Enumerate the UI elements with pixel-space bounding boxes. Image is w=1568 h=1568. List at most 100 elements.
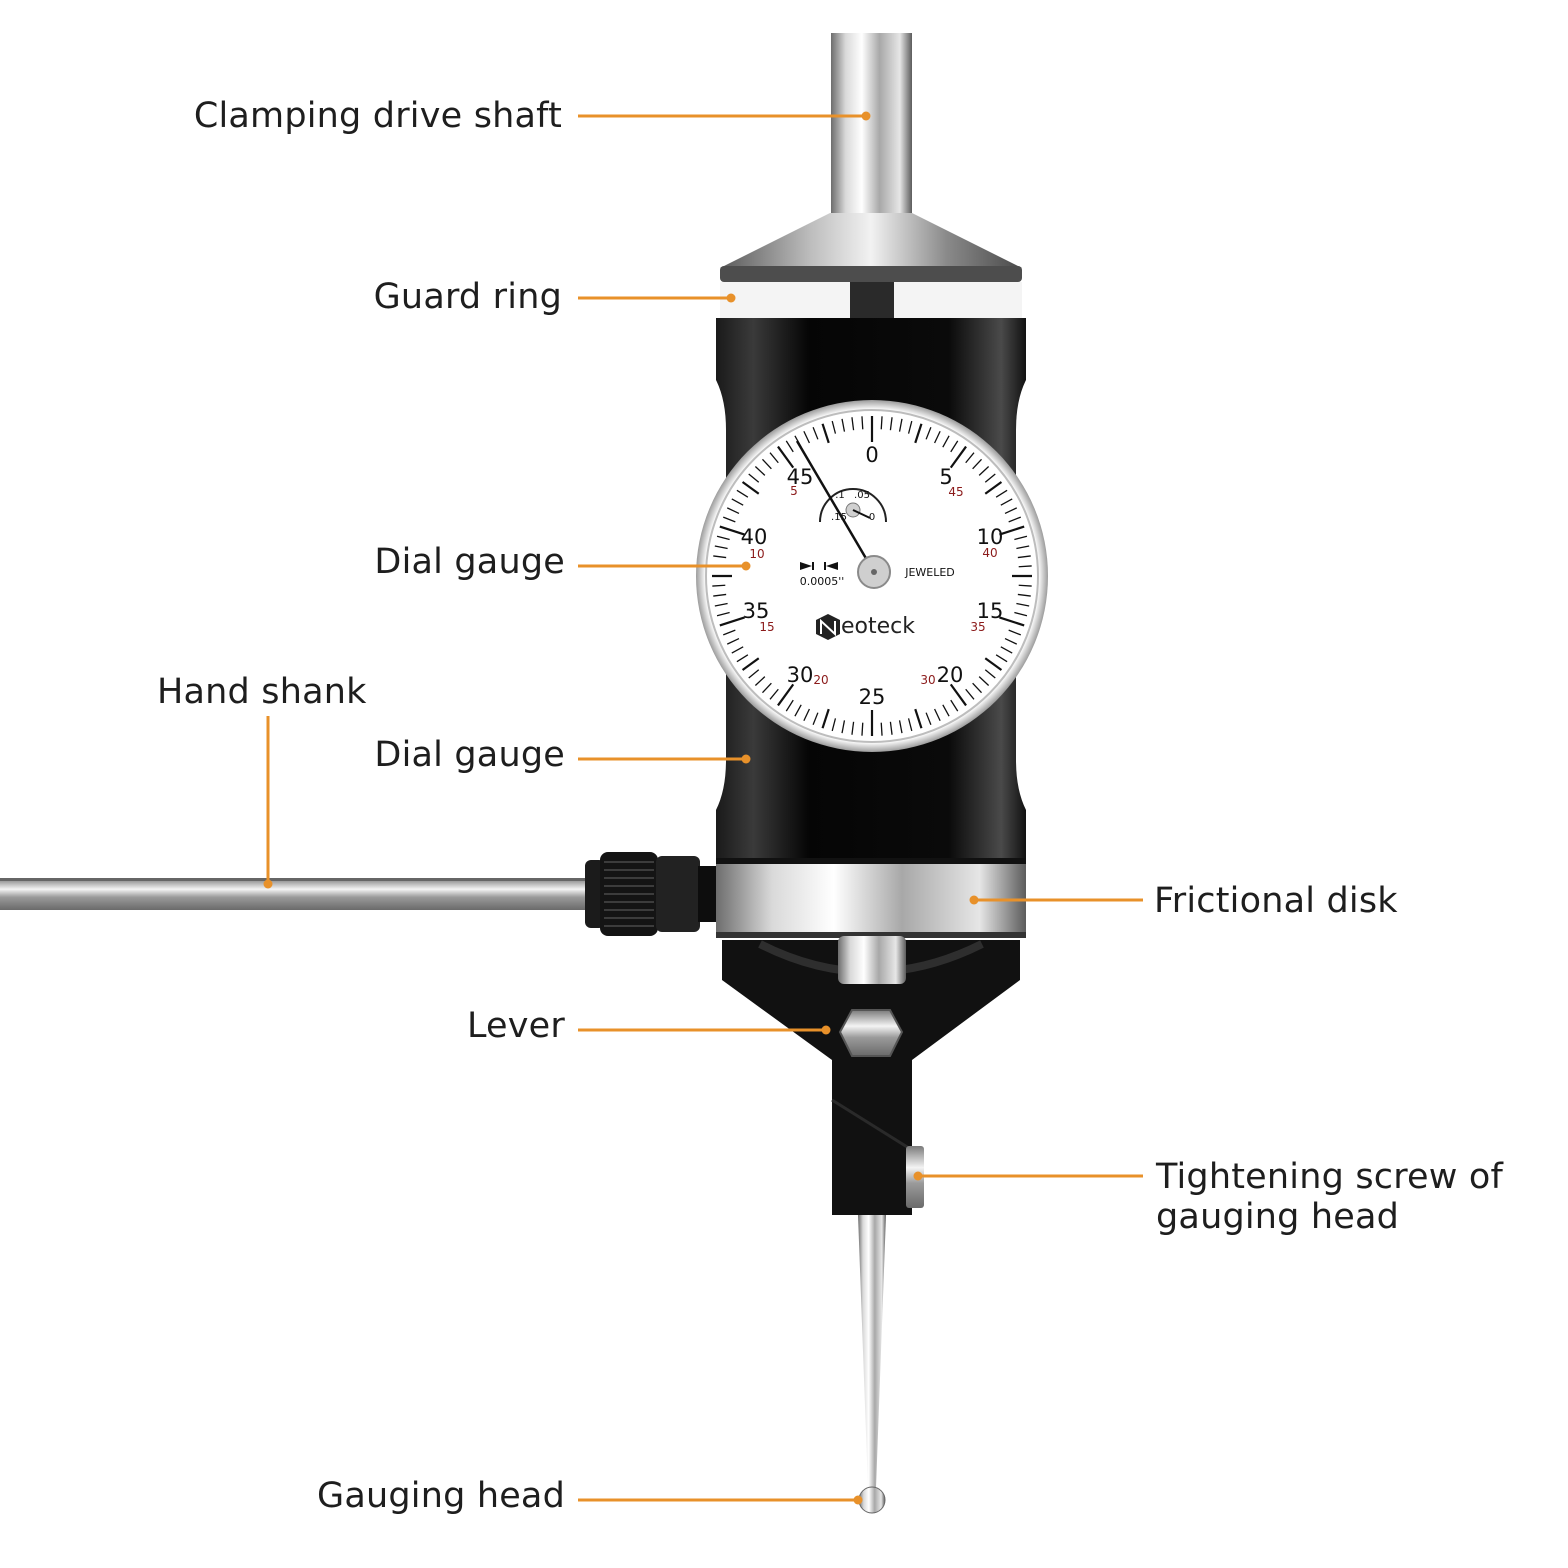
dial-number-25: 25	[859, 685, 886, 709]
dial-tick	[831, 718, 837, 732]
dial-tick	[1000, 646, 1013, 654]
sub-dial	[819, 488, 887, 523]
dial-number-45: 45	[787, 465, 814, 489]
dial-tick	[984, 481, 1003, 495]
dial-tick	[950, 440, 959, 453]
dial-tick	[803, 430, 810, 444]
dial-tick	[719, 616, 745, 627]
label-gauging-head: Gauging head	[317, 1476, 565, 1516]
dial-tick	[972, 682, 983, 694]
sub-dial-num-05: .05	[854, 490, 870, 501]
dial-tick	[861, 416, 864, 430]
dial-tick	[880, 722, 883, 736]
dial-tick	[726, 638, 740, 645]
dial-tick	[965, 688, 975, 700]
dial-tick	[942, 435, 950, 448]
dial-tick	[898, 418, 903, 432]
guard-ring	[720, 213, 1022, 318]
dial-tick	[949, 683, 967, 707]
leader-lines	[263, 111, 1143, 1505]
dial-tick	[777, 445, 795, 469]
dial-tick	[769, 452, 779, 464]
dial-tick	[1004, 507, 1018, 514]
dial-tick	[821, 708, 830, 729]
dial-tick	[841, 720, 846, 734]
dial-tick	[851, 417, 855, 431]
dial-tick	[741, 657, 760, 671]
dial-tick	[713, 555, 727, 559]
dial-number-30: 30	[787, 663, 814, 687]
dial-tick	[736, 489, 749, 498]
dial-tick	[995, 654, 1008, 663]
dial-tick	[803, 708, 810, 722]
dial-inner-45: 45	[948, 485, 963, 499]
dial-tick	[999, 616, 1025, 627]
label-dial-gauge-1: Dial gauge	[374, 542, 565, 582]
dial-tick	[748, 473, 760, 483]
dial-tick	[794, 704, 802, 717]
dial-tick	[1017, 555, 1031, 559]
dial-tick	[785, 699, 794, 712]
dial-tick	[1004, 638, 1018, 645]
dial-tick	[1000, 498, 1013, 506]
brand-logo-icon	[816, 614, 840, 640]
dial-tick	[761, 458, 772, 470]
dial-tick	[716, 535, 730, 541]
dial-tick	[1018, 565, 1032, 568]
dial-jeweled: JEWELED	[904, 566, 955, 579]
dial-tick	[785, 440, 794, 453]
dial-tick	[880, 416, 883, 430]
dial-tick	[984, 669, 996, 679]
dial-tick	[907, 420, 913, 434]
dial-tick	[769, 688, 779, 700]
dial-tick	[965, 452, 975, 464]
dial-needle	[795, 440, 876, 573]
dial-number-40: 40	[741, 525, 768, 549]
dial-inner-20: 20	[813, 673, 828, 687]
dial-tick	[713, 593, 727, 597]
dial-inner-30: 30	[920, 673, 935, 687]
dial-tick	[1008, 516, 1022, 523]
label-dial-gauge-2: Dial gauge	[374, 735, 565, 775]
dial-tick	[761, 682, 772, 694]
clamping-drive-shaft	[831, 33, 912, 215]
dial-tick	[907, 718, 913, 732]
dial-number-20: 20	[937, 663, 964, 687]
dial-tick	[984, 657, 1003, 671]
dial-tick	[934, 430, 941, 444]
dial-tick	[914, 423, 923, 444]
dial-tick	[821, 423, 830, 444]
dial-number-5: 5	[939, 465, 952, 489]
dial-number-0: 0	[865, 443, 878, 467]
label-tightening-screw: Tightening screw of gauging head	[1156, 1157, 1504, 1237]
dial-tick	[851, 721, 855, 735]
dial-tick	[754, 676, 766, 687]
dial-tick	[898, 720, 903, 734]
resolution-symbol	[800, 562, 838, 570]
dial-inner-15: 15	[759, 620, 774, 634]
dial-inner-35: 35	[970, 620, 985, 634]
dial-tick	[812, 426, 819, 440]
dial-tick	[942, 704, 950, 717]
dial-tick	[712, 584, 726, 587]
lever	[722, 936, 1020, 1215]
label-hand-shank: Hand shank	[157, 672, 367, 712]
dial-tick	[731, 646, 744, 654]
dial-tick	[714, 545, 728, 550]
dial-inner-40: 40	[982, 546, 997, 560]
label-clamping-drive-shaft: Clamping drive shaft	[193, 96, 562, 136]
dial-tick	[999, 525, 1025, 536]
dial-tick	[741, 481, 760, 495]
dial-tick	[726, 507, 740, 514]
dial-tick	[722, 516, 736, 523]
dial-tick	[914, 708, 923, 729]
dial-tick	[1016, 602, 1030, 607]
sub-dial-num-0: 0	[869, 512, 875, 523]
dial-tick	[1017, 593, 1031, 597]
dial-tick	[841, 418, 846, 432]
dial-tick	[984, 473, 996, 483]
dial-tick	[1018, 584, 1032, 587]
dial-tick	[925, 426, 932, 440]
dial-number-35: 35	[743, 599, 770, 623]
